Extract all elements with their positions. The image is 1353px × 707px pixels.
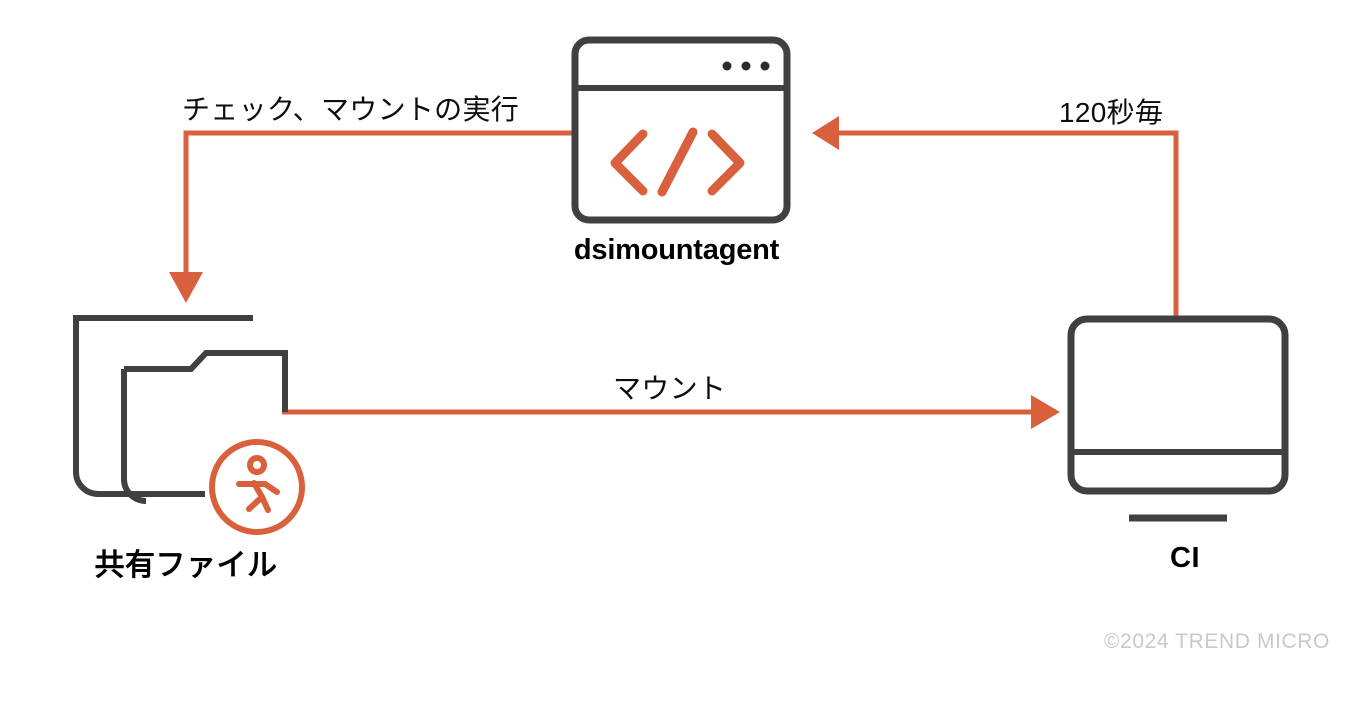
code-window-icon[interactable] [571,36,791,224]
copyright-notice: ©2024 TREND MICRO [1103,630,1330,653]
node-label-shared-file: 共有ファイル [94,549,278,582]
edge-label-check-mount: チェック、マウントの実行 [182,94,520,125]
node-label-ci: CI [1170,542,1200,574]
edge-check-mount [169,130,573,303]
shared-folder-icon[interactable] [73,315,288,504]
monitor-icon[interactable] [1067,315,1289,522]
walking-person-icon[interactable] [209,439,305,535]
edge-label-mount: マウント [613,373,727,404]
code-glyph [610,127,745,197]
edge-interval [812,116,1179,318]
edge-mount [282,395,1060,429]
edge-label-interval: 120秒毎 [1059,97,1164,128]
node-label-dsimountagent: dsimountagent [573,234,780,266]
